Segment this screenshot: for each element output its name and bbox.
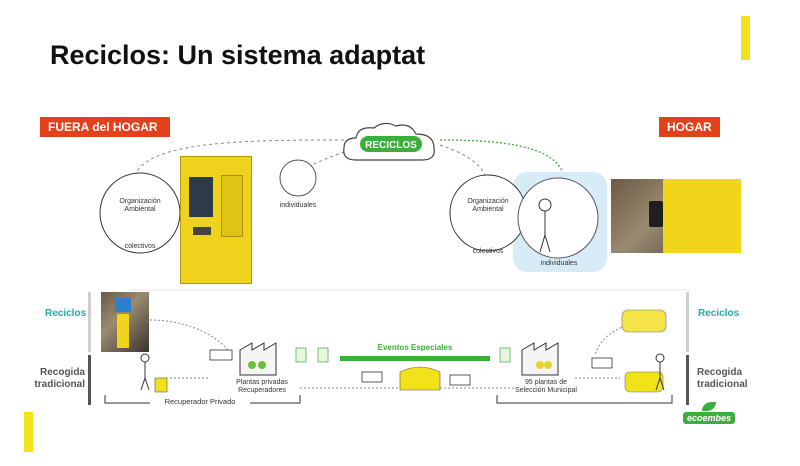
ecoembes-wordmark: ecoembes bbox=[683, 412, 735, 424]
row-label-traditional-right: Recogida tradicional bbox=[697, 367, 748, 390]
kiosk-photo bbox=[101, 292, 149, 352]
kiosk-body bbox=[117, 314, 129, 348]
cloud-logo-text: RECICLOS bbox=[365, 140, 417, 151]
private-plants-label: Plantas privadas Recuperadores bbox=[236, 379, 288, 395]
factory-right bbox=[521, 342, 559, 376]
private-recoverer-label: Recuperador Privado bbox=[150, 397, 250, 407]
left-individual-label: individuales bbox=[279, 202, 317, 209]
phone-in-photo bbox=[649, 201, 663, 227]
row-label-traditional-left: Recogida tradicional bbox=[34, 367, 85, 390]
factory-left bbox=[239, 342, 277, 376]
home-photo-phone bbox=[611, 179, 741, 253]
slide-title: Reciclos: Un sistema adaptat bbox=[50, 40, 426, 70]
special-events-label: Eventos Especiales bbox=[377, 343, 453, 352]
right-collective-label: colectivos bbox=[472, 248, 504, 255]
right-circle-label: Organización Ambiental bbox=[467, 198, 509, 214]
left-collective-label: colectivos bbox=[124, 243, 156, 250]
accent-bar-top-right bbox=[741, 16, 750, 60]
machine-panel bbox=[221, 175, 243, 237]
machine-slot bbox=[193, 227, 211, 235]
left-circle-label: Organización Ambiental bbox=[119, 198, 161, 214]
kiosk-screen bbox=[115, 298, 131, 312]
badge-outside-home: FUERA del HOGAR bbox=[40, 117, 170, 137]
reverse-vending-machine bbox=[180, 156, 252, 284]
ecoembes-logo: ecoembes bbox=[683, 402, 735, 424]
row-label-reciclos-left: Reciclos bbox=[45, 308, 87, 319]
reciclos-cloud-logo: RECICLOS bbox=[343, 122, 435, 161]
ecoembes-leaf-icon bbox=[702, 402, 716, 411]
row-label-reciclos-right: Reciclos bbox=[698, 308, 740, 319]
right-individual-label: individuales bbox=[540, 260, 578, 267]
machine-screen bbox=[189, 177, 213, 217]
municipal-plants-label: 95 plantas de Selección Municipal bbox=[515, 379, 577, 395]
accent-bar-bottom-left bbox=[24, 412, 33, 452]
yellow-machine-in-photo bbox=[663, 179, 741, 253]
badge-home: HOGAR bbox=[659, 117, 720, 137]
